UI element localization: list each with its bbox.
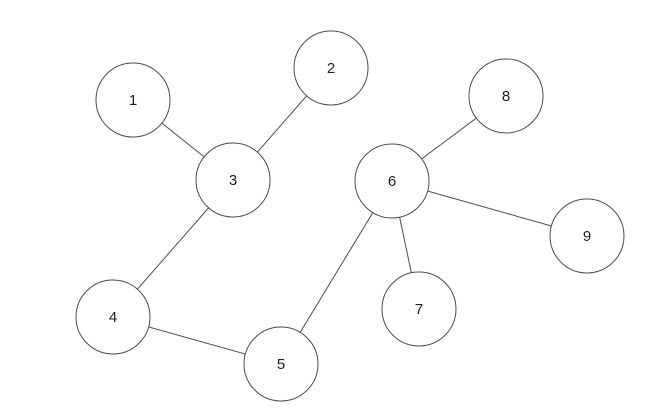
graph-node-circle-1[interactable] [95,62,171,138]
graph-node-5[interactable]: 5 [243,326,319,402]
graph-node-circle-7[interactable] [381,271,457,347]
graph-node-label-6: 6 [388,173,396,190]
graph-node-label-8: 8 [502,88,510,105]
graph-node-label-2: 2 [327,60,335,77]
graph-node-label-1: 1 [129,92,137,109]
graph-node-4[interactable]: 4 [75,279,151,355]
graph-node-label-9: 9 [583,228,591,245]
graph-node-circle-5[interactable] [243,326,319,402]
graph-node-circle-4[interactable] [75,279,151,355]
graph-node-label-3: 3 [229,172,237,189]
graph-node-circle-8[interactable] [468,58,544,134]
graph-node-8[interactable]: 8 [468,58,544,134]
graph-node-6[interactable]: 6 [354,143,430,219]
graph-node-9[interactable]: 9 [549,198,625,274]
graph-node-3[interactable]: 3 [195,142,271,218]
graph-node-label-7: 7 [415,301,423,318]
graph-node-label-5: 5 [277,356,285,373]
graph-node-label-4: 4 [109,309,117,326]
graph-node-circle-3[interactable] [195,142,271,218]
graph-node-2[interactable]: 2 [293,30,369,106]
graph-node-circle-6[interactable] [354,143,430,219]
graph-node-circle-2[interactable] [293,30,369,106]
graph-node-1[interactable]: 1 [95,62,171,138]
nodes-layer: 1 2 3 4 5 6 7 8 9 [75,30,625,402]
graph-node-circle-9[interactable] [549,198,625,274]
graph-node-7[interactable]: 7 [381,271,457,347]
